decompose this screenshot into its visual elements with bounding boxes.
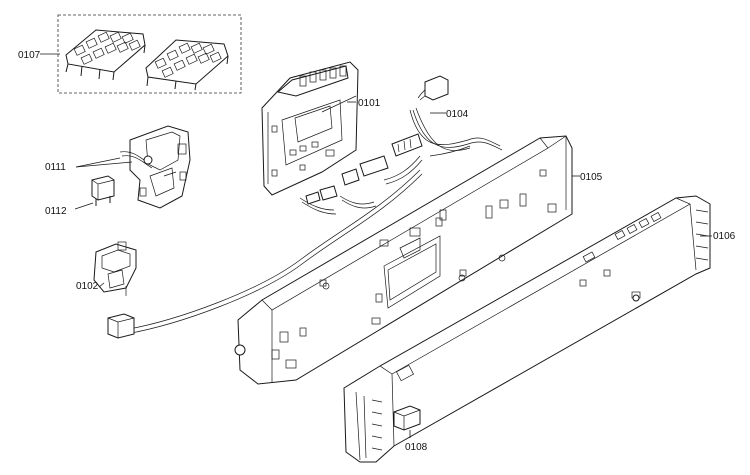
label-0104: 0104 [446,109,469,120]
label-0102: 0102 [76,281,99,292]
label-0101: 0101 [358,98,381,109]
label-0108: 0108 [405,442,428,453]
part-0111-switch-assembly[interactable] [75,125,191,209]
part-0106-front-trim[interactable] [343,195,712,463]
part-0112-relay[interactable] [74,175,115,210]
part-0102-door-switch[interactable] [93,241,137,296]
part-0104-wire-harness[interactable] [299,75,503,215]
part-0104-long-cable [107,169,423,339]
part-0105-control-frame[interactable] [234,135,580,385]
part-0101-control-module[interactable] [261,61,359,196]
label-0105: 0105 [580,172,603,183]
label-0112: 0112 [45,206,67,217]
label-0107: 0107 [18,50,41,61]
label-0111: 0111 [45,162,66,173]
label-0106: 0106 [713,231,736,242]
part-0108-cap[interactable] [393,405,421,438]
part-0107-keypad-mats[interactable] [57,14,242,94]
